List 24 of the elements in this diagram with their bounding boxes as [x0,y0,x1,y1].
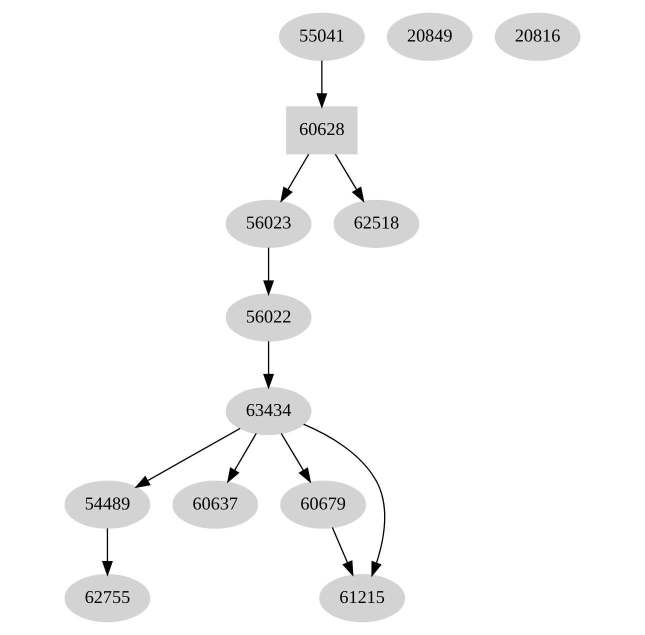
node-box: 60628 [286,106,358,154]
node-ellipse: 61215 [319,574,406,622]
node-ellipse: 55041 [278,12,365,61]
node-ellipse: 20816 [494,12,580,61]
arrow [263,248,274,296]
arrow [102,528,113,577]
arrow [303,424,386,578]
arrow [332,527,354,577]
node-ellipse: 62518 [334,200,420,248]
node-ellipse: 60679 [280,480,366,529]
arrow [226,433,257,484]
arrow [334,154,364,203]
arrow [316,60,328,109]
arrow [263,341,274,390]
node-ellipse: 54489 [64,480,150,529]
node-ellipse: 56023 [226,200,312,248]
node-ellipse: 20849 [386,12,473,61]
arrow [134,428,240,488]
arrow [280,154,310,203]
node-ellipse: 62755 [64,574,150,622]
node-ellipse: 60637 [172,480,258,529]
node-ellipse: 56022 [226,293,312,342]
node-ellipse: 63434 [226,387,312,436]
arrow [280,433,312,484]
